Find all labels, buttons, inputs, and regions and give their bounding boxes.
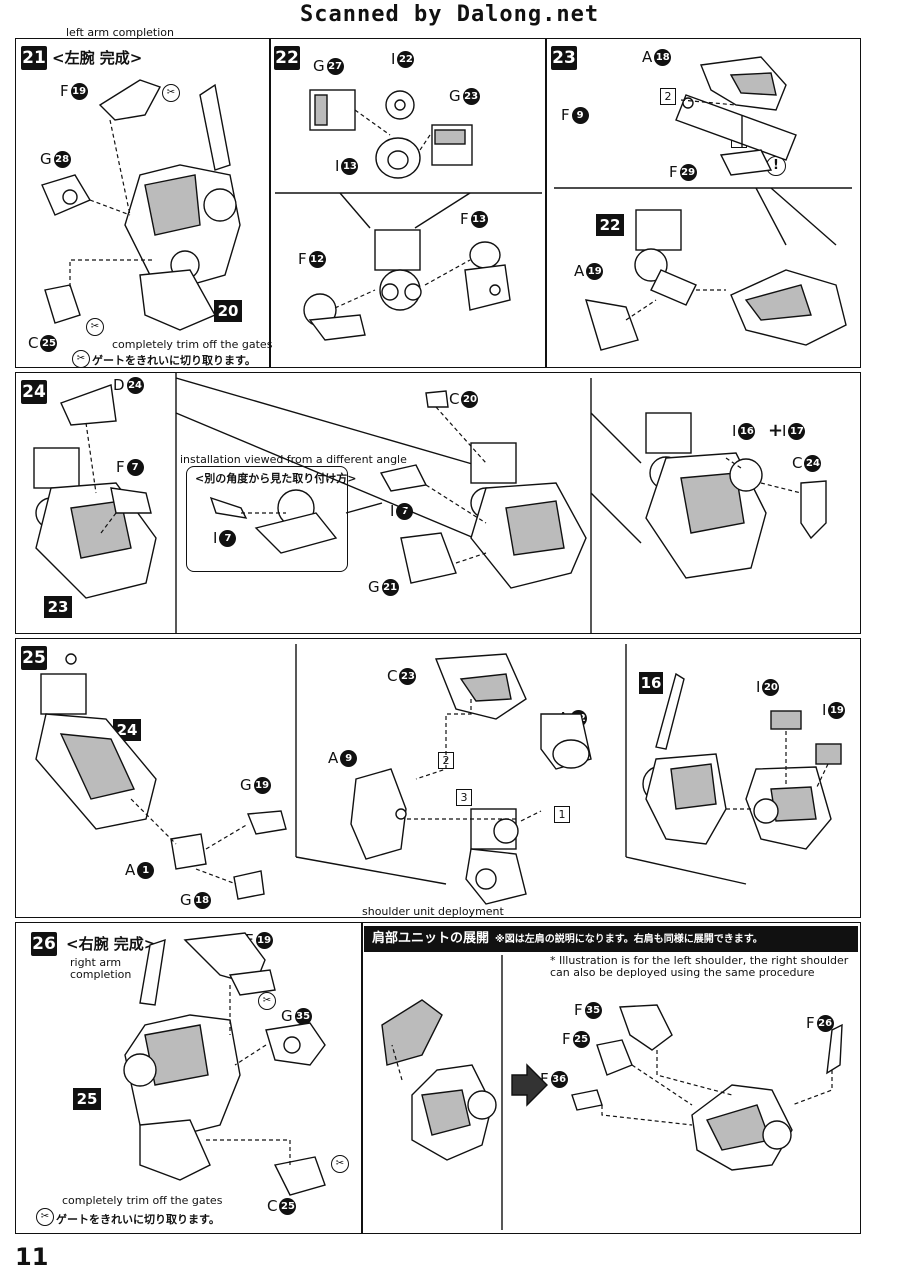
order-number: 2	[660, 88, 676, 105]
shoulder-deploy-banner: 肩部ユニットの展開※図は左肩の説明になります。右肩も同様に展開できます。	[364, 926, 858, 952]
angle-note-en: installation viewed from a different ang…	[180, 453, 407, 466]
step-24-panel	[15, 372, 861, 634]
gate-trim-icon: ✂	[331, 1155, 349, 1173]
step-26-panel	[15, 922, 363, 1234]
gate-trim-icon: ✂	[162, 84, 180, 102]
step-25-number: 25	[21, 646, 47, 670]
shoulder-deploy-illustration	[381, 955, 843, 1230]
gate-trim-icon: ✂	[72, 350, 90, 368]
angle-note-jp: <別の角度から見た取り付け方>	[195, 472, 357, 485]
step-22-panel	[269, 38, 547, 368]
gate-note-jp: ゲートをきれいに切り取ります。	[56, 1213, 220, 1226]
alternate-angle-inset	[186, 466, 348, 572]
step-24-illustration	[33, 373, 827, 633]
step-23-illustration	[554, 56, 852, 351]
plus-sign: +	[768, 420, 784, 441]
gate-note-en: completely trim off the gates	[112, 338, 273, 351]
gate-note-en: completely trim off the gates	[62, 1194, 223, 1207]
step-23-panel	[545, 38, 861, 368]
page-number: 11	[15, 1243, 49, 1271]
step-26-title: <右腕 完成>	[66, 935, 157, 953]
step-21-panel	[15, 38, 271, 368]
step-22-number: 22	[274, 46, 300, 70]
gate-note-jp: ゲートをきれいに切り取ります。	[92, 354, 256, 367]
right-arm-translation: right arm completion	[70, 956, 132, 981]
step-24-number: 24	[21, 380, 47, 404]
gate-trim-icon: ✂	[86, 318, 104, 336]
shoulder-deploy-en: shoulder unit deployment	[362, 905, 504, 918]
order-number: 1	[554, 806, 570, 823]
right-arm-illustration	[123, 932, 326, 1196]
step-21-number: 21	[21, 46, 47, 70]
shoulder-note-en: * Illustration is for the left shoulder,…	[550, 954, 849, 979]
scan-credit: Scanned by Dalong.net	[300, 2, 600, 27]
step-25-panel	[15, 638, 861, 918]
order-number: 3	[456, 789, 472, 806]
gate-trim-icon: ✂	[258, 992, 276, 1010]
step-26-number: 26	[31, 932, 57, 956]
left-arm-illustration	[41, 79, 241, 331]
assembly-ref-20: 20	[214, 300, 242, 322]
assembly-ref-25: 25	[73, 1088, 101, 1110]
left-arm-translation: left arm completion	[66, 26, 174, 39]
assembly-ref-23: 23	[44, 596, 72, 618]
assembly-ref-22: 22	[596, 214, 624, 236]
step-22-illustration	[275, 89, 542, 341]
step-21-title: <左腕 完成>	[52, 49, 143, 67]
shoulder-deploy-panel	[361, 922, 861, 1234]
gate-trim-icon: ✂	[36, 1208, 54, 1226]
assembly-ref-16: 16	[639, 672, 663, 694]
step-23-number: 23	[551, 46, 577, 70]
step-25-illustration	[35, 644, 842, 905]
